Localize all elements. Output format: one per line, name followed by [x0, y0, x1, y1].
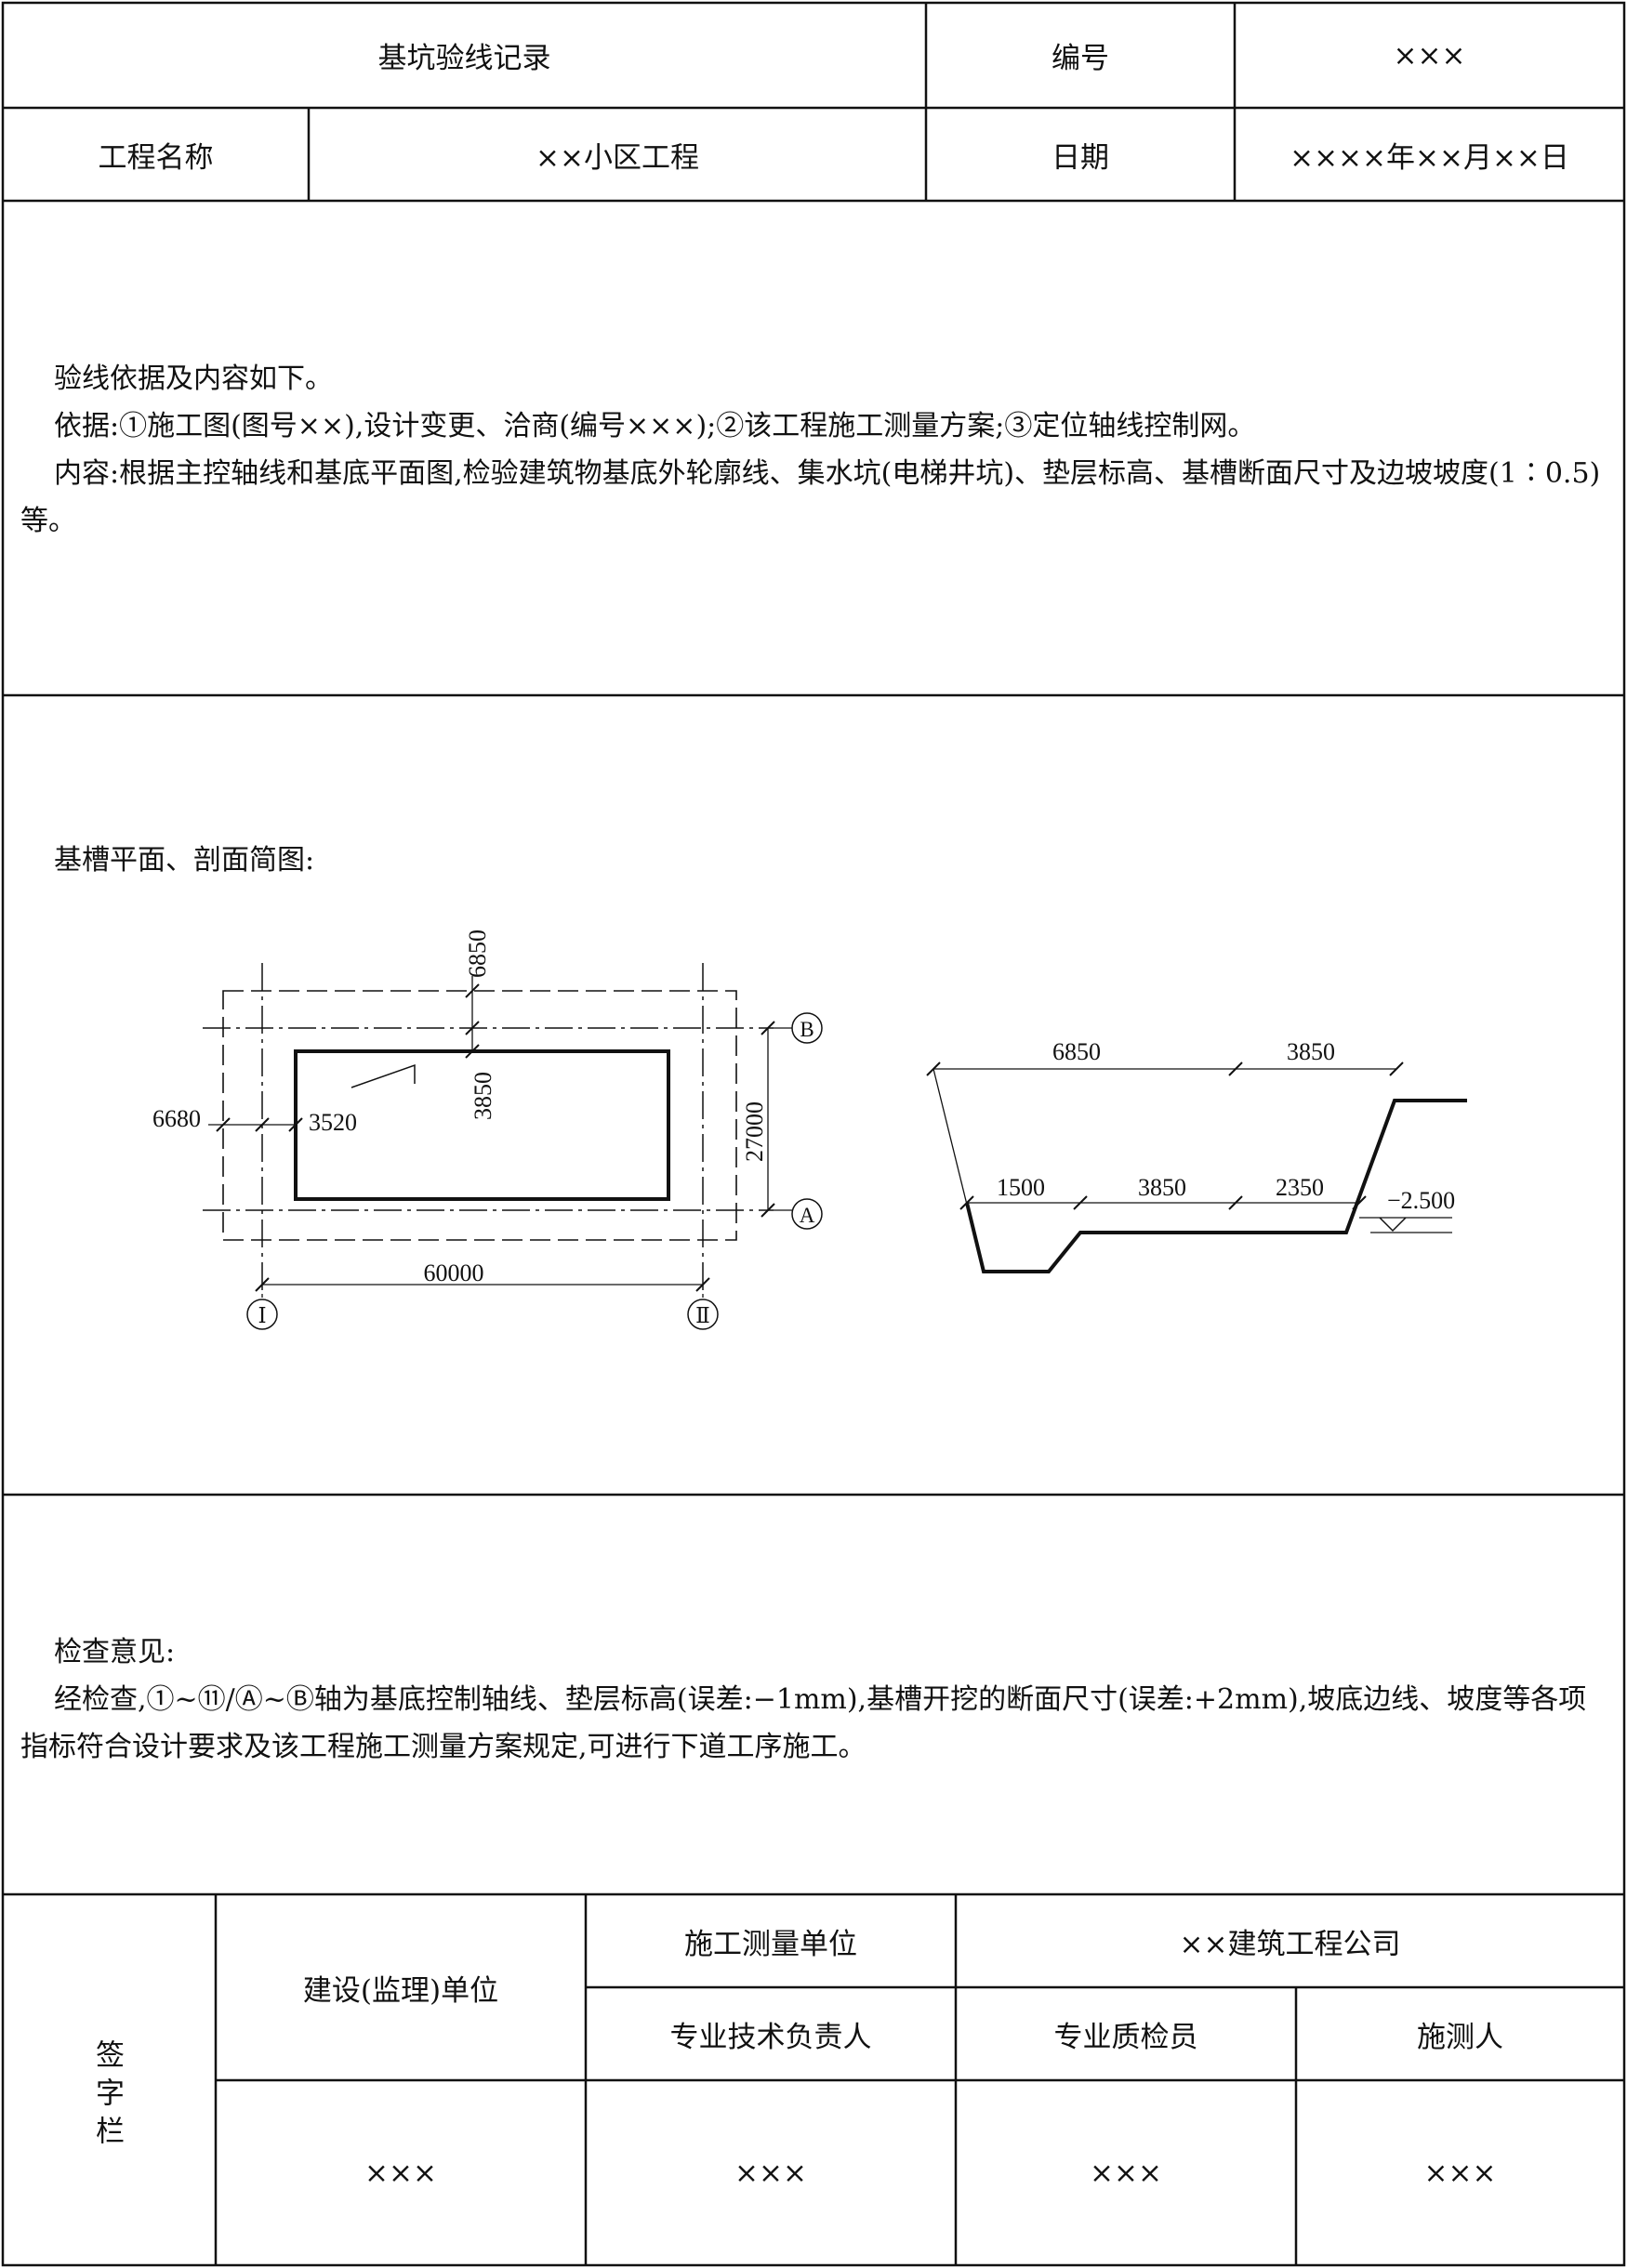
- section-elevation: −2.500: [1387, 1187, 1455, 1214]
- content-line: 内容:根据主控轴线和基底平面图,检验建筑物基底外轮廓线、集水坑(电梯井坑)、垫层…: [20, 457, 1601, 537]
- owner-signature: ×××: [364, 2156, 437, 2190]
- axis-2-label: Ⅱ: [695, 1304, 710, 1327]
- axis-a-bubble: [791, 1198, 823, 1230]
- section-dim-mid-2: 3850: [1138, 1174, 1186, 1201]
- axis-1-label: Ⅰ: [258, 1304, 266, 1327]
- number-label: 编号: [1052, 42, 1109, 75]
- section-dim-mid-3: 2350: [1276, 1174, 1324, 1201]
- qc-label: 专业质检员: [1053, 2020, 1198, 2054]
- signature-column-label: 签字栏: [56, 2026, 158, 2166]
- axis-a-label: A: [800, 1204, 815, 1227]
- section-dim-mid-1: 1500: [997, 1174, 1045, 1201]
- plan-dim-inner-top: 3850: [470, 1072, 496, 1120]
- axis-2-bubble: [687, 1299, 719, 1330]
- plan-dim-bottom: 60000: [424, 1259, 484, 1286]
- record-title: 基坑验线记录: [377, 42, 551, 75]
- project-name-value: ××小区工程: [536, 140, 699, 175]
- inspection-section: 检查意见: 经检查,①~⑪/Ⓐ~Ⓑ轴为基底控制轴线、垫层标高(误差:−1mm),…: [20, 1628, 1607, 1771]
- axis-1-bubble: [246, 1299, 278, 1330]
- date-label: 日期: [1052, 140, 1109, 175]
- tech-lead-signature: ×××: [734, 2156, 807, 2190]
- section-dim-top-left: 6850: [1052, 1038, 1101, 1065]
- plan-dim-right: 27000: [741, 1101, 768, 1162]
- plan-dim-left-outer: 6680: [152, 1105, 201, 1132]
- company-name: ××建筑工程公司: [1179, 1927, 1401, 1961]
- section-dim-top-right: 3850: [1287, 1038, 1335, 1065]
- qc-signature: ×××: [1090, 2156, 1162, 2190]
- axis-b-bubble: [791, 1012, 823, 1044]
- tech-lead-label: 专业技术负责人: [669, 2020, 872, 2054]
- surveyor-label: 施测人: [1417, 2020, 1503, 2054]
- owner-unit-label: 建设(监理)单位: [302, 1973, 499, 2008]
- basis-line: 依据:①施工图(图号××),设计变更、洽商(编号×××);②该工程施工测量方案;…: [54, 410, 1256, 442]
- inspection-heading: 检查意见:: [54, 1636, 176, 1668]
- project-name-label: 工程名称: [98, 140, 214, 175]
- number-value: ×××: [1393, 38, 1466, 73]
- sketch-heading: 基槽平面、剖面简图:: [54, 844, 315, 877]
- inspection-text: 经检查,①~⑪/Ⓐ~Ⓑ轴为基底控制轴线、垫层标高(误差:−1mm),基槽开挖的断…: [20, 1683, 1587, 1763]
- axis-b-label: B: [800, 1018, 814, 1041]
- survey-unit-label: 施工测量单位: [684, 1927, 857, 1961]
- signature-column-text: 签字栏: [90, 2038, 124, 2154]
- sketch-heading-wrap: 基槽平面、剖面简图:: [20, 837, 1607, 884]
- basis-section: 验线依据及内容如下。 依据:①施工图(图号××),设计变更、洽商(编号×××);…: [20, 355, 1607, 545]
- surveyor-signature: ×××: [1423, 2156, 1497, 2190]
- plan-dim-left-inner: 3520: [309, 1109, 357, 1136]
- plan-dim-top: 6850: [464, 930, 491, 978]
- basis-intro: 验线依据及内容如下。: [54, 363, 333, 395]
- date-value: ××××年××月××日: [1290, 140, 1569, 175]
